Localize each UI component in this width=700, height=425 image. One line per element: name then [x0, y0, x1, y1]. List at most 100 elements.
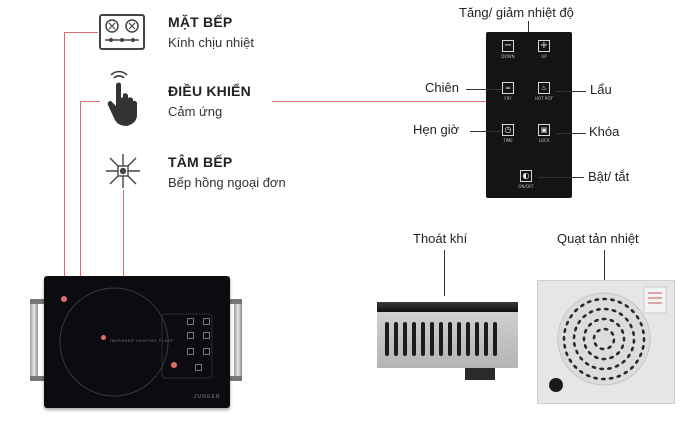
fan-perforation — [562, 335, 566, 341]
stove-mini-button-2 — [203, 318, 210, 325]
fan-perforation — [588, 310, 594, 314]
fan-perforation — [614, 364, 620, 368]
fan-perforation — [563, 343, 567, 349]
stove-handle-left-cap2 — [30, 376, 44, 381]
feature-title-control: ĐIỀU KHIỂN — [168, 83, 251, 99]
fan-perforation — [584, 361, 590, 366]
fan-perforation — [593, 342, 598, 347]
fan-perforation — [609, 355, 614, 360]
fan-perforation — [616, 322, 621, 328]
onoff-label: ON/OFF — [518, 184, 534, 189]
fry-label: FRY — [504, 96, 512, 101]
fan-perforation — [620, 344, 625, 350]
fan-perforation — [601, 357, 607, 361]
power-button[interactable]: ◐ — [520, 170, 532, 182]
label-hotpot: Lẩu — [590, 82, 612, 97]
stove-brand: JUNGER — [194, 394, 221, 400]
fan-perforation — [579, 303, 585, 308]
callout-line-cooktop — [64, 32, 98, 33]
cooktop-icon — [99, 14, 145, 50]
callout-dot-cooktop — [61, 296, 67, 302]
fan-perforation — [593, 355, 599, 360]
fan-perforation — [620, 329, 625, 334]
fan-perforation — [621, 359, 626, 364]
stove-glass-top: INFRARED HEATING PLATE JUNGER — [44, 276, 230, 408]
fry-button[interactable]: ≈ — [502, 82, 514, 94]
fan-perforation — [579, 370, 584, 374]
connector-fan — [604, 250, 605, 294]
time-label: TIME — [503, 138, 513, 143]
fan-perforation — [599, 347, 605, 351]
burner-ring — [59, 287, 213, 397]
connector-hotpot — [556, 91, 586, 92]
fan-photo — [537, 280, 675, 404]
fan-perforation — [573, 308, 579, 313]
fan-perforation — [630, 346, 634, 352]
timer-button[interactable]: ◷ — [502, 124, 514, 136]
fan-perforation — [608, 376, 614, 380]
stove-mini-button-6 — [203, 348, 210, 355]
up-label: UP — [541, 54, 547, 59]
fan-perforation — [642, 337, 646, 343]
fan-perforation — [569, 314, 573, 319]
fan-perforation — [575, 349, 579, 355]
fan-perforation — [603, 307, 609, 311]
fan-perforation — [599, 367, 605, 371]
fan-perforation — [582, 336, 586, 342]
connector-timer — [470, 131, 502, 132]
fan-perforation — [632, 338, 636, 344]
fan-perforation — [611, 309, 617, 313]
fan-perforation — [594, 318, 599, 323]
connector-lock — [556, 133, 586, 134]
vent-photo — [377, 296, 518, 382]
hotpot-button[interactable]: ♨ — [538, 82, 550, 94]
up-button[interactable]: + — [538, 40, 550, 52]
fan-perforation — [600, 377, 606, 381]
fan-perforation — [594, 298, 600, 302]
fan-perforation — [609, 298, 615, 302]
stove-mini-button-4 — [203, 332, 210, 339]
fan-perforation — [641, 329, 645, 335]
fan-grille — [538, 281, 674, 403]
burner-center-icon — [106, 154, 140, 188]
lock-button[interactable]: ▣ — [538, 124, 550, 136]
fan-perforation — [618, 312, 624, 317]
callout-line-cooktop-v — [64, 32, 65, 298]
down-button[interactable]: − — [502, 40, 514, 52]
fan-perforation — [577, 319, 582, 325]
stove-mini-button-5 — [187, 348, 194, 355]
label-timer: Hẹn giờ — [413, 122, 460, 137]
fan-perforation — [573, 341, 576, 348]
vent-glass-top — [377, 302, 518, 312]
fan-perforation — [630, 308, 635, 314]
fan-perforation — [565, 351, 569, 357]
fan-perforation — [606, 367, 613, 370]
stove-handle-right — [234, 299, 242, 381]
feature-subtitle-control: Cảm ứng — [168, 104, 223, 119]
hotpot-label: HOT POT — [535, 96, 553, 101]
fan-perforation — [574, 326, 578, 332]
fan-perforation — [616, 374, 622, 378]
fan-perforation — [612, 338, 616, 344]
fan-perforation — [641, 344, 645, 350]
fan-perforation — [572, 334, 576, 340]
label-temp-adjust: Tăng/ giảm nhiệt độ — [459, 5, 574, 20]
fan-perforation — [592, 334, 596, 340]
fan-perforation — [579, 356, 584, 361]
fan-perforation — [582, 314, 587, 319]
fan-perforation — [615, 351, 621, 356]
fan-perforation — [583, 344, 588, 349]
fan-perforation — [563, 328, 567, 334]
callout-line-burner — [123, 190, 124, 337]
callout-dot-burner — [101, 335, 106, 340]
fan-perforation — [607, 345, 612, 350]
stove-mini-button-1 — [187, 318, 194, 325]
lock-label: LOCK — [538, 138, 550, 143]
fan-perforation — [617, 300, 623, 304]
fan-perforation — [626, 353, 631, 359]
feature-subtitle-cooktop: Kính chịu nhiệt — [168, 35, 255, 50]
fan-perforation — [629, 323, 633, 329]
fan-perforation — [635, 359, 639, 364]
stove-handle-left-cap — [30, 299, 44, 304]
label-fan: Quạt tản nhiệt — [557, 231, 639, 246]
